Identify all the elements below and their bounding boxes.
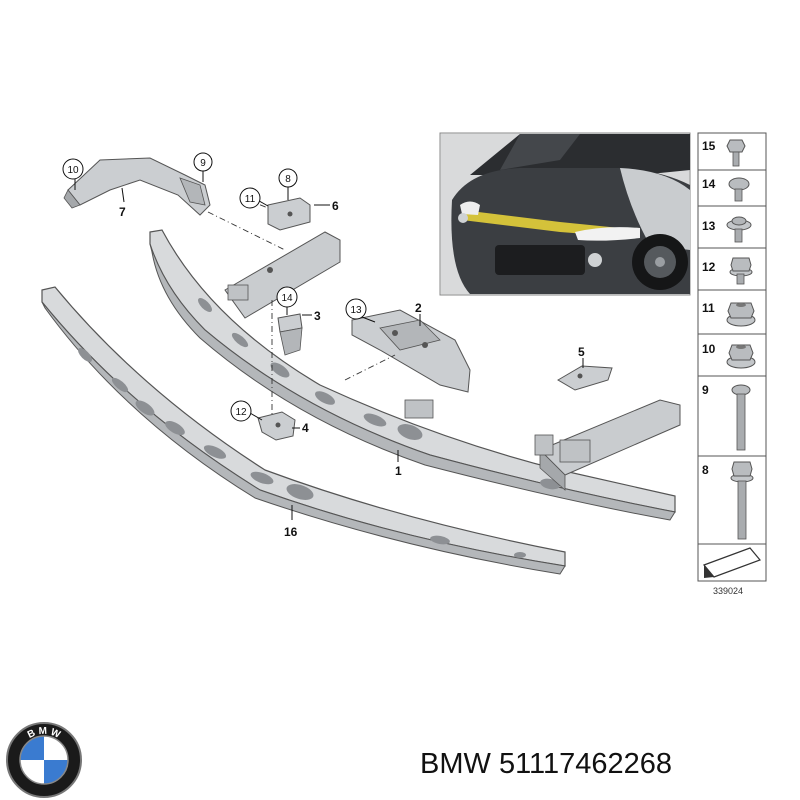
callout-3: 3	[314, 309, 321, 323]
part-7-bracket	[63, 157, 211, 216]
part-caption: BMW 51117462268	[420, 740, 800, 788]
callout-1: 1	[395, 464, 402, 478]
nut-flange-icon	[726, 302, 756, 327]
part-4-bracket	[257, 411, 296, 441]
svg-text:14: 14	[281, 293, 293, 304]
part-2-bracket	[351, 309, 471, 393]
circled-callout-11: 11	[239, 187, 261, 209]
direction-arrow-icon	[702, 547, 762, 578]
fastener-label-11: 11	[702, 301, 715, 315]
nut-collar-icon	[726, 344, 756, 369]
screw-round-icon	[728, 177, 750, 202]
fastener-label-14: 14	[702, 177, 716, 191]
svg-text:13: 13	[350, 305, 362, 316]
part-3-bracket	[277, 313, 303, 356]
callout-16: 16	[284, 525, 298, 539]
svg-text:8: 8	[285, 174, 291, 185]
callout-6: 6	[332, 199, 339, 213]
fastener-label-15: 15	[702, 139, 716, 153]
circled-callout-8: 8	[278, 168, 298, 188]
circled-callout-14: 14	[276, 286, 298, 308]
brand-name: BMW	[420, 748, 491, 780]
bolt-long-icon	[731, 384, 751, 451]
callout-4: 4	[302, 421, 309, 435]
part-1-bumper-carrier	[149, 229, 681, 521]
circled-callout-12: 12	[230, 400, 252, 422]
part-16-lower-beam	[41, 286, 566, 575]
part-5-bracket	[557, 365, 613, 391]
bolt-hex-icon	[729, 257, 753, 285]
svg-text:12: 12	[235, 407, 247, 418]
screw-flange-icon	[726, 216, 752, 243]
callout-5: 5	[578, 345, 585, 359]
car-photo-inset	[439, 132, 691, 296]
circled-callout-10: 10	[62, 158, 84, 180]
fastener-label-10: 10	[702, 342, 716, 356]
svg-text:11: 11	[245, 194, 256, 205]
fastener-label-12: 12	[702, 260, 716, 274]
circled-callout-9: 9	[193, 152, 213, 172]
fastener-label-13: 13	[702, 219, 716, 233]
fastener-label-8: 8	[702, 463, 709, 477]
part-6-bracket	[267, 197, 311, 231]
circled-callout-13: 13	[345, 298, 367, 320]
callout-2: 2	[415, 301, 422, 315]
svg-text:B M W: B M W	[26, 726, 62, 741]
svg-text:10: 10	[67, 165, 79, 176]
bolt-hex-long-icon	[730, 461, 754, 540]
svg-text:9: 9	[200, 158, 206, 169]
diagram-number: 339024	[713, 586, 743, 596]
bolt-short-icon	[726, 139, 746, 167]
bmw-logo-icon: B M W	[6, 722, 82, 798]
part-number: 51117462268	[498, 748, 673, 780]
fastener-label-9: 9	[702, 383, 709, 397]
fastener-panel: 15 14 13 12 11 10 9 8	[697, 132, 767, 582]
callout-7: 7	[119, 205, 126, 219]
